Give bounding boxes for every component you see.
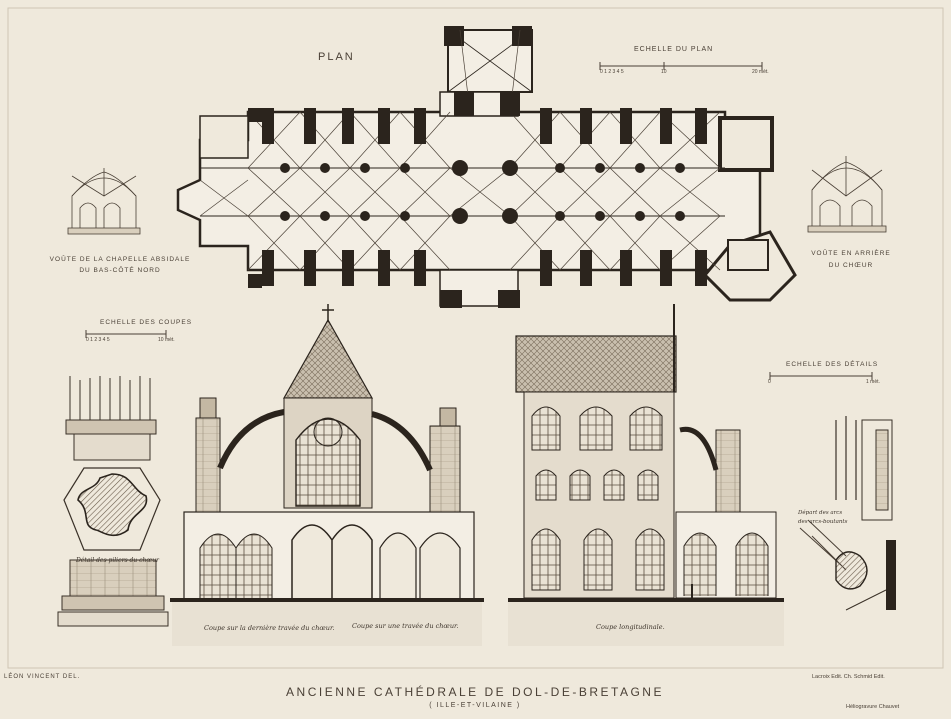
longitudinal-section-caption: Coupe longitudinale.	[596, 623, 665, 631]
section-last-bay-caption: Coupe sur la dernière travée du chœur.	[204, 624, 335, 632]
vault-left-caption-line2: DU BAS-CÔTÉ NORD	[79, 267, 161, 274]
plan-title: PLAN	[318, 51, 355, 63]
vault-left-caption-line1: VOÛTE DE LA CHAPELLE ABSIDALE	[49, 256, 191, 263]
plate-subtitle: ( ILLE-ET-VILAINE )	[429, 702, 521, 709]
section-bay-caption: Coupe sur une travée du chœur.	[352, 622, 459, 630]
plan-scale-title: ECHELLE DU PLAN	[634, 46, 714, 53]
vault-right-caption-line2: DU CHŒUR	[828, 262, 874, 269]
vault-right-caption-line1: VOÛTE EN ARRIÈRE	[811, 250, 891, 257]
plan-scale-tick-mid: 10	[661, 69, 667, 75]
plan-scale-tick-start: 0 1 2 3 4 5	[600, 69, 624, 75]
longitudinal-section-drawing	[508, 304, 784, 646]
transverse-section-drawing	[170, 304, 484, 646]
vault-vignette-right	[807, 156, 887, 233]
pillar-detail-caption: Détail des piliers du chœur	[76, 557, 159, 564]
arch-start-caption-line1: Départ des arcs	[798, 510, 843, 516]
publisher-credit: Lacroix Edit. Ch. Schmid Edit.	[812, 674, 885, 680]
arch-start-detail-drawing	[799, 416, 896, 611]
details-scale-tick-end: 1 mèt.	[866, 379, 880, 385]
details-scale-tick-start: 0	[768, 379, 771, 385]
draftsman-credit: LÉON VINCENT del.	[4, 674, 81, 680]
plan-scale-bar	[599, 62, 763, 70]
cathedral-floor-plan	[176, 26, 797, 308]
details-scale-title: ECHELLE DES DÉTAILS	[786, 361, 879, 368]
engraver-credit: Héliogravure Chauvet	[846, 704, 900, 710]
arch-start-caption-line2: des arcs-boutants	[798, 519, 848, 525]
sections-scale-title: ECHELLE DES COUPES	[100, 319, 193, 326]
sections-scale-tick-start: 0 1 2 3 4 5	[86, 337, 110, 343]
details-scale-bar	[769, 372, 873, 380]
plate-title: ANCIENNE CATHÉDRALE DE DOL-DE-BRETAGNE	[286, 685, 664, 699]
sections-scale-tick-end: 10 mèt.	[158, 337, 175, 343]
plan-scale-tick-end: 20 mèt.	[752, 69, 769, 75]
pillar-detail-drawing	[57, 376, 169, 627]
sections-scale-bar	[85, 330, 167, 338]
vault-vignette-left	[67, 168, 141, 235]
